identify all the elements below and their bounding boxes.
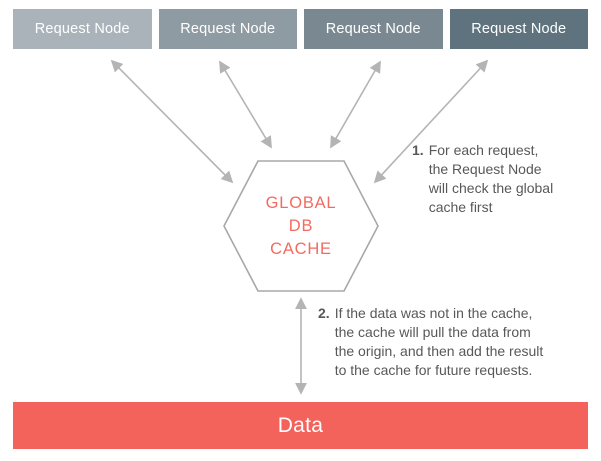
arrow-node4-cache: [373, 59, 489, 184]
cache-hexagon: [223, 160, 379, 292]
annotation-1-text: For each request, the Request Node will …: [428, 142, 554, 215]
data-origin-bar: Data: [13, 402, 588, 449]
annotation-2-text: If the data was not in the cache, the ca…: [334, 305, 544, 378]
annotation-pull-origin: 2. If the data was not in the cache, the…: [318, 304, 583, 380]
request-node-2-label: Request Node: [180, 21, 276, 37]
arrow-node1-cache: [110, 59, 234, 184]
request-node-row: Request Node Request Node Request Node R…: [13, 9, 588, 49]
arrow-node2-cache: [219, 60, 272, 149]
request-node-1: Request Node: [13, 9, 152, 49]
request-node-3: Request Node: [304, 9, 443, 49]
annotation-check-cache: 1. For each request, the Request Node wi…: [412, 141, 592, 217]
request-node-3-label: Request Node: [325, 21, 421, 37]
global-db-cache-label: GLOBAL DB CACHE: [265, 193, 337, 258]
request-node-1-label: Request Node: [34, 21, 130, 37]
data-bar-label: Data: [277, 413, 324, 437]
request-node-4-label: Request Node: [471, 21, 567, 37]
annotation-2-number: 2.: [318, 305, 330, 321]
annotation-1-number: 1.: [412, 142, 424, 158]
request-node-2: Request Node: [158, 9, 297, 49]
arrow-node3-cache: [330, 60, 381, 149]
request-node-4: Request Node: [449, 9, 588, 49]
